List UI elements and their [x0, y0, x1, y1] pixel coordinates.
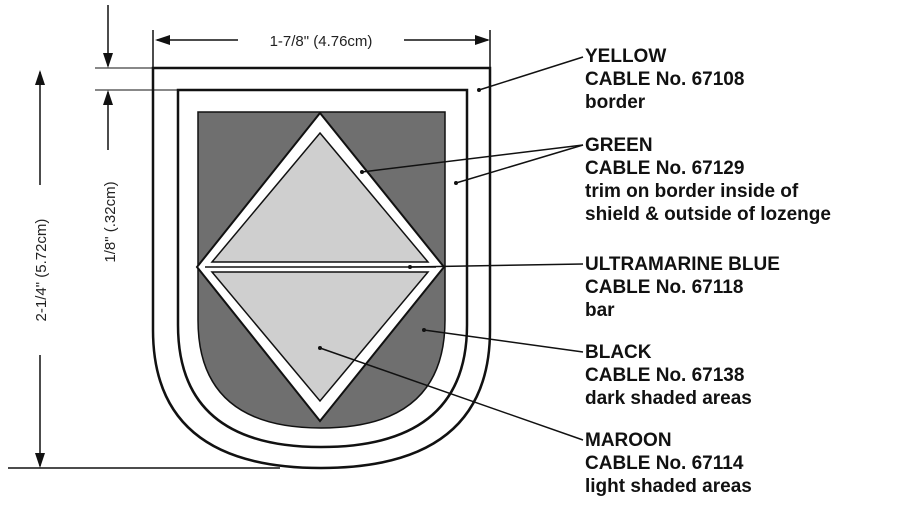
height-arrow-top — [35, 70, 45, 85]
height-dimension-label: 2-1/4" (5.72cm) — [33, 219, 50, 322]
leader-dot-green-shield — [454, 181, 458, 185]
callout-cable-number: CABLE No. 67129 — [585, 158, 745, 179]
leader-yellow — [478, 56, 584, 91]
callout-color-name: YELLOW — [585, 46, 667, 67]
leader-maroon — [319, 347, 584, 441]
callout-yellow: YELLOW CABLE No. 67108 border — [585, 45, 744, 114]
callout-black: BLACK CABLE No. 67138 dark shaded areas — [585, 341, 752, 410]
leader-dot-green-lozenge — [360, 170, 364, 174]
leader-black — [423, 329, 584, 353]
callout-cable-number: CABLE No. 67108 — [585, 69, 745, 90]
border-arrow-top — [103, 53, 113, 68]
border-arrow-bottom — [103, 90, 113, 105]
callout-maroon: MAROON CABLE No. 67114 light shaded area… — [585, 429, 752, 498]
callout-ultramarine-blue: ULTRAMARINE BLUE CABLE No. 67118 bar — [585, 253, 780, 322]
callout-description: shield & outside of lozenge — [585, 204, 831, 225]
leader-dot-black — [422, 328, 426, 332]
leader-blue — [409, 263, 584, 268]
callout-description: light shaded areas — [585, 476, 752, 497]
width-arrow-left — [155, 35, 170, 45]
callout-color-name: GREEN — [585, 135, 653, 156]
callout-description: border — [585, 92, 646, 113]
leader-green-shield — [455, 144, 584, 184]
callout-green: GREEN CABLE No. 67129 trim on border ins… — [585, 134, 831, 226]
callout-cable-number: CABLE No. 67118 — [585, 277, 744, 298]
height-arrow-bottom — [35, 453, 45, 468]
callout-description: dark shaded areas — [585, 388, 752, 409]
width-arrow-right — [475, 35, 490, 45]
width-dimension-label: 1-7/8" (4.76cm) — [270, 33, 373, 50]
callout-color-name: MAROON — [585, 430, 672, 451]
callout-color-name: BLACK — [585, 342, 652, 363]
callout-description: bar — [585, 300, 615, 321]
callout-cable-number: CABLE No. 67114 — [585, 453, 744, 474]
lozenge-upper-light — [210, 131, 430, 263]
lozenge-lower-light — [210, 271, 430, 403]
leader-dot-yellow — [477, 88, 481, 92]
callout-color-name: ULTRAMARINE BLUE — [585, 254, 780, 275]
border-dimension-label: 1/8" (.32cm) — [102, 181, 119, 262]
callout-description: trim on border inside of — [585, 181, 799, 202]
leader-dot-maroon — [318, 346, 322, 350]
callout-cable-number: CABLE No. 67138 — [585, 365, 745, 386]
leader-green-lozenge — [361, 144, 584, 173]
leader-dot-blue — [408, 265, 412, 269]
